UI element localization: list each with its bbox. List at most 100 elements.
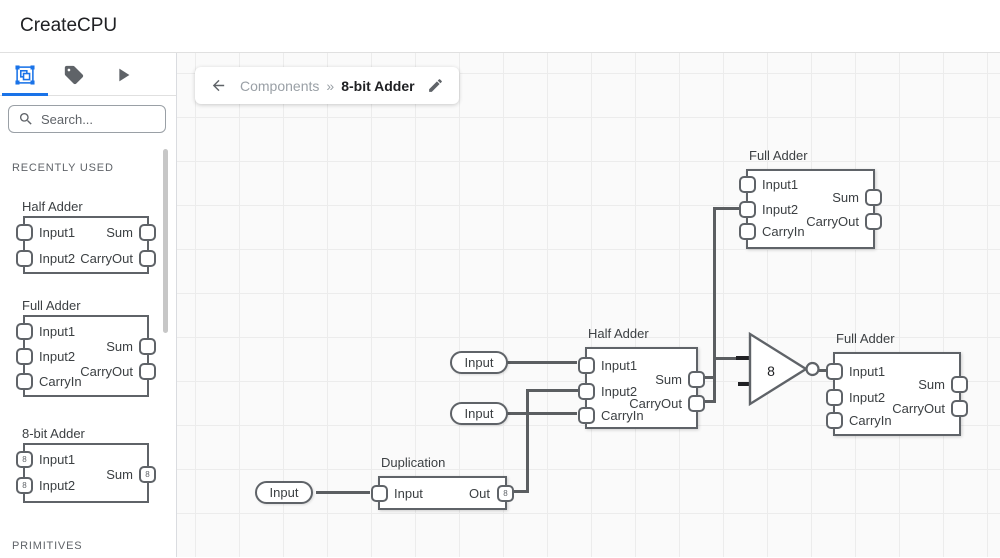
arrow-back-icon[interactable]	[210, 77, 227, 94]
breadcrumb-separator: »	[326, 77, 335, 94]
wire	[713, 357, 740, 360]
input-pin[interactable]: Input	[255, 481, 313, 504]
port[interactable]	[826, 389, 843, 406]
node-title: Full Adder	[749, 148, 808, 163]
wire	[507, 361, 577, 364]
bus-port: 8	[16, 477, 33, 494]
node-duplication[interactable]: Duplication 8 Input Out	[371, 455, 514, 510]
components-icon	[14, 64, 35, 85]
component-preview: 8 8 8 Input1 Input2 Sum	[16, 443, 156, 503]
node-full-adder-right[interactable]: Full Adder Input1 Input2 CarryIn Sum Car…	[826, 331, 968, 436]
breadcrumb-parent[interactable]: Components	[240, 77, 320, 94]
port[interactable]	[739, 201, 756, 218]
palette-item-8bit-adder[interactable]: 8-bit Adder 8 8 8 Input1 Input2 Sum	[0, 426, 176, 503]
port-label: Input1	[39, 225, 76, 240]
input-pin[interactable]: Input	[450, 402, 508, 425]
wire	[817, 369, 827, 372]
wire	[512, 490, 529, 493]
app-title: CreateCPU	[20, 15, 118, 36]
port-label: Out	[469, 486, 490, 501]
port-label: Input2	[601, 384, 638, 399]
port-label: Sum	[655, 372, 682, 387]
port	[16, 250, 33, 267]
node-title: Duplication	[381, 455, 446, 470]
breadcrumb-current: 8-bit Adder	[341, 77, 415, 94]
wire	[316, 491, 370, 494]
port	[139, 338, 156, 355]
buffer-gate[interactable]	[748, 330, 826, 408]
node-title: Half Adder	[588, 326, 649, 341]
port-label: Input2	[39, 349, 76, 364]
primitives-label: PRIMITIVES	[12, 540, 83, 552]
port[interactable]	[688, 395, 705, 412]
bus-port: 8	[16, 451, 33, 468]
input-pin[interactable]: Input	[450, 351, 508, 374]
port[interactable]	[826, 412, 843, 429]
search-box[interactable]: Search...	[8, 105, 166, 133]
component-preview: Input1 Input2 CarryIn Sum CarryOut	[16, 315, 156, 397]
port[interactable]	[865, 189, 882, 206]
port	[16, 224, 33, 241]
port-label: Sum	[106, 225, 133, 240]
port-label: Input1	[762, 177, 799, 192]
wire	[713, 207, 716, 403]
port	[16, 348, 33, 365]
gate-input-stub	[736, 356, 753, 360]
bus-port[interactable]: 8	[497, 485, 514, 502]
port[interactable]	[578, 383, 595, 400]
port-label: CarryOut	[806, 214, 859, 229]
port-label: Input1	[601, 358, 638, 373]
breadcrumb: Components » 8-bit Adder	[195, 67, 459, 104]
tab-tags[interactable]	[49, 53, 98, 96]
node-body: 8 Input Out	[371, 476, 514, 510]
tab-components[interactable]	[0, 53, 49, 96]
port-label: Input	[394, 486, 423, 501]
node-half-adder[interactable]: Half Adder Input1 Input2 CarryIn Sum Car…	[578, 326, 705, 429]
port	[139, 363, 156, 380]
port-label: CarryOut	[892, 401, 945, 416]
active-tab-indicator	[2, 93, 48, 96]
port-label: CarryIn	[762, 224, 805, 239]
palette-item-full-adder[interactable]: Full Adder Input1 Input2 CarryIn Sum Car…	[0, 298, 176, 397]
port[interactable]	[578, 407, 595, 424]
port-label: Sum	[106, 339, 133, 354]
search-placeholder: Search...	[41, 111, 94, 127]
palette-item-title: 8-bit Adder	[22, 426, 85, 441]
port[interactable]	[951, 376, 968, 393]
port[interactable]	[865, 213, 882, 230]
node-body: Input1 Input2 CarryIn Sum CarryOut	[826, 352, 968, 436]
palette-item-title: Full Adder	[22, 298, 81, 313]
port-label: Sum	[918, 377, 945, 392]
component-preview: Input1 Input2 Sum CarryOut	[16, 216, 156, 274]
wire	[705, 376, 716, 379]
port-label: CarryOut	[629, 396, 682, 411]
port-label: Input1	[39, 324, 76, 339]
node-body: Input1 Input2 CarryIn Sum CarryOut	[578, 347, 705, 429]
port-label: Input2	[762, 202, 799, 217]
port[interactable]	[951, 400, 968, 417]
port	[16, 323, 33, 340]
port[interactable]	[826, 363, 843, 380]
gate-input-stub	[738, 382, 753, 386]
node-full-adder-top[interactable]: Full Adder Input1 Input2 CarryIn Sum Car…	[739, 148, 882, 249]
port-label: CarryOut	[80, 251, 133, 266]
sidebar-scrollbar[interactable]	[163, 149, 168, 333]
tag-icon	[64, 65, 83, 84]
port-label: Sum	[832, 190, 859, 205]
palette-item-half-adder[interactable]: Half Adder Input1 Input2 Sum CarryOut	[0, 199, 176, 274]
port	[139, 224, 156, 241]
port[interactable]	[578, 357, 595, 374]
port-label: CarryIn	[39, 374, 82, 389]
pencil-icon[interactable]	[427, 77, 444, 94]
port[interactable]	[371, 485, 388, 502]
port-label: Input1	[849, 364, 886, 379]
sidebar: Search... RECENTLY USED Half Adder Input…	[0, 53, 177, 557]
port-label: Input1	[39, 452, 76, 467]
port-label: Input2	[39, 478, 76, 493]
tab-run[interactable]	[98, 53, 147, 96]
port[interactable]	[739, 223, 756, 240]
circuit-canvas[interactable]: Components » 8-bit Adder Inp	[177, 53, 1000, 557]
node-body: Input1 Input2 CarryIn Sum CarryOut	[739, 169, 882, 249]
port[interactable]	[688, 371, 705, 388]
port[interactable]	[739, 176, 756, 193]
